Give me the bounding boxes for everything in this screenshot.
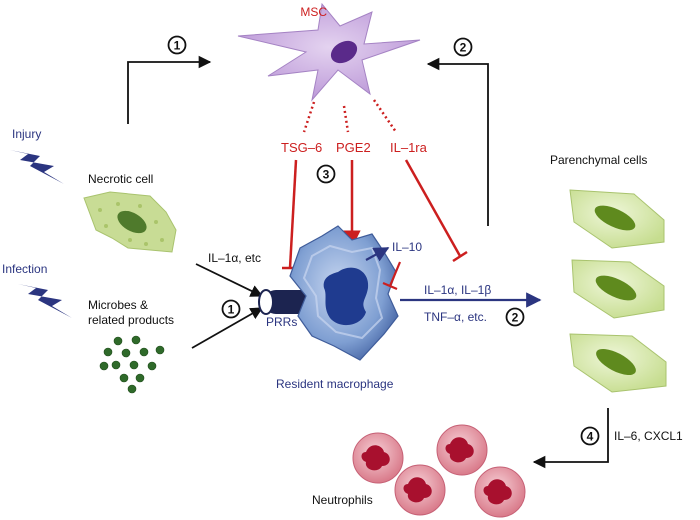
msc-cell	[237, 2, 421, 102]
tsg6-label: TSG–6	[281, 140, 322, 155]
parenchymal-cells-label: Parenchymal cells	[550, 153, 647, 167]
neutrophil-4	[474, 466, 526, 518]
step-4-path-to-neutrophils	[532, 408, 609, 469]
microbes-label-line2: related products	[88, 313, 174, 327]
necrotic-cell	[83, 191, 177, 253]
msc-secretion-dots	[302, 99, 398, 133]
neutrophil-1	[352, 432, 404, 484]
msc-nucleus	[330, 40, 358, 64]
neutrophil-3	[394, 464, 446, 516]
pge2-label: PGE2	[336, 140, 371, 155]
svg-text:4: 4	[587, 430, 594, 444]
step-2-badge-top: 2	[453, 37, 473, 57]
resident-macrophage-label: Resident macrophage	[276, 377, 394, 391]
step-2-badge-mid: 2	[505, 307, 525, 327]
il10-arrow	[365, 247, 390, 262]
microbes-label-line1: Microbes &	[88, 298, 148, 312]
necrotic-to-prrs-arrow	[195, 263, 264, 297]
il10-inhibition	[382, 261, 402, 291]
il1a-etc-label: IL–1α, etc	[208, 251, 261, 265]
step-1-badge-left: 1	[221, 299, 241, 319]
prrs-label: PRRs	[266, 315, 297, 329]
macrophage-nucleus	[323, 267, 369, 326]
microbes-cluster	[99, 335, 165, 394]
parenchymal-cell-2	[571, 259, 665, 319]
neutrophils-label: Neutrophils	[312, 493, 373, 507]
step-1-badge-top: 1	[167, 35, 187, 55]
step-2-path-to-msc	[426, 57, 489, 226]
svg-text:1: 1	[174, 39, 181, 53]
injury-lightning-icon	[10, 150, 64, 184]
neutrophil-2	[436, 424, 488, 476]
necrotic-cell-label: Necrotic cell	[88, 172, 153, 186]
parenchymal-cell-1	[569, 189, 665, 249]
step-1-path-to-msc	[127, 55, 212, 124]
step-4-badge: 4	[580, 426, 600, 446]
infection-label: Infection	[2, 262, 47, 276]
il10-label: IL–10	[392, 240, 422, 254]
microbes-to-prrs-arrow	[191, 307, 264, 349]
svg-text:2: 2	[512, 311, 519, 325]
tsg6-inhibition	[282, 159, 298, 270]
msc-label: MSC	[300, 5, 327, 19]
injury-label: Injury	[12, 127, 41, 141]
svg-text:2: 2	[460, 41, 467, 55]
tnfa-etc-label: TNF–α, etc.	[424, 310, 487, 324]
infection-lightning-icon	[18, 284, 72, 318]
il1a-il1b-label: IL–1α, IL–1β	[424, 283, 491, 297]
step-3-badge: 3	[316, 164, 336, 184]
il6-cxcl1-label: IL–6, CXCL1	[614, 429, 683, 443]
necrotic-nucleus	[117, 210, 147, 234]
svg-text:1: 1	[228, 303, 235, 317]
svg-text:3: 3	[323, 168, 330, 182]
il1ra-inhibition	[404, 159, 468, 263]
il1ra-label: IL–1ra	[390, 140, 428, 155]
resident-macrophage	[289, 225, 399, 361]
parenchymal-cell-3	[569, 333, 667, 393]
